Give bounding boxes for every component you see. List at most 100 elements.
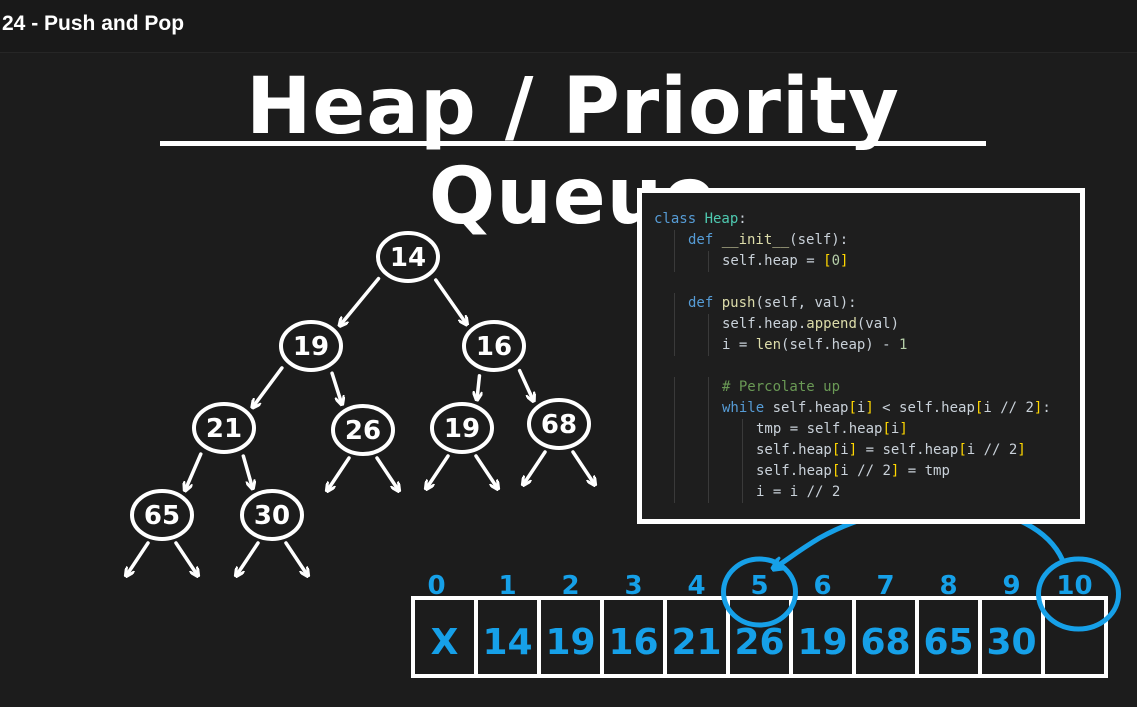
array-index-label: 7	[876, 571, 894, 601]
video-title-bar: 24 - Push and Pop	[0, 0, 1137, 53]
array-cell-value: 65	[923, 622, 973, 663]
code-token: [	[831, 463, 841, 479]
tree-edge	[255, 366, 284, 405]
code-token: [	[848, 400, 857, 416]
code-token: i // 2	[983, 400, 1034, 416]
code-line: def __init__(self):	[654, 230, 1051, 251]
tree-edge	[517, 368, 533, 398]
code-token: ]	[848, 442, 858, 458]
code-token: class	[654, 211, 705, 227]
code-token: i	[840, 442, 849, 458]
code-token: (val)	[856, 316, 900, 332]
code-token: self.heap	[772, 400, 849, 416]
code-token: tmp = self.heap	[756, 421, 883, 437]
code-token: push	[721, 295, 756, 311]
title-underline	[160, 141, 986, 146]
tree-stub-arrow	[329, 456, 351, 488]
video-title: 24 - Push and Pop	[2, 12, 185, 35]
array-index-label: 6	[813, 571, 831, 601]
tree-stub-arrow	[375, 456, 397, 488]
code-token: i =	[722, 337, 756, 353]
tree-edge	[342, 276, 381, 323]
code-token: = self.heap	[857, 442, 959, 458]
code-token: [	[831, 442, 841, 458]
tree-stub-arrow	[428, 454, 450, 486]
code-token: self.heap.	[722, 316, 807, 332]
tree-node	[192, 402, 256, 454]
code-token: (self):	[789, 232, 849, 248]
array-index-label: 5	[750, 571, 768, 601]
code-token: 1	[899, 337, 908, 353]
code-token: 0	[831, 253, 841, 269]
array-index-label: 0	[427, 571, 445, 601]
tree-node-label: 19	[444, 414, 480, 444]
code-line: # Percolate up	[654, 377, 1051, 398]
code-token: i // 2	[840, 463, 891, 479]
tree-node-label: 16	[476, 332, 512, 362]
code-line	[654, 272, 1051, 293]
code-token: len	[755, 337, 782, 353]
array-cell-value: 21	[671, 622, 721, 663]
code-token: ]	[890, 463, 900, 479]
code-token: [	[974, 400, 984, 416]
tree-edge	[186, 452, 203, 487]
code-line: i = len(self.heap) - 1	[654, 335, 1051, 356]
circle-index-10	[1036, 556, 1121, 632]
tree-node	[279, 320, 343, 372]
code-token: i // 2	[966, 442, 1018, 458]
array-cell-value: 26	[734, 622, 784, 663]
tree-stub-arrow	[474, 454, 496, 486]
tree-node	[376, 231, 440, 283]
array-cell-value: 14	[482, 622, 532, 663]
code-line: class Heap:	[654, 209, 1051, 230]
code-line: i = i // 2	[654, 482, 1051, 503]
array-index-label: 8	[939, 571, 957, 601]
code-token: [	[958, 442, 967, 458]
code-token: Heap	[704, 211, 739, 227]
tree-stub-arrow	[284, 541, 306, 573]
code-token: < self.heap	[873, 400, 975, 416]
code-line: self.heap[i // 2] = tmp	[654, 461, 1051, 482]
array-cell-value: 19	[545, 622, 595, 663]
code-token: = tmp	[899, 463, 950, 479]
array-index-label: 4	[687, 571, 705, 601]
array-index-label: 1	[498, 571, 516, 601]
code-token: ]	[865, 400, 874, 416]
slide-title: Heap / Priority Queue	[246, 62, 900, 242]
tree-edge	[330, 371, 341, 401]
code-token: while	[722, 400, 773, 416]
code-line: while self.heap[i] < self.heap[i // 2]:	[654, 398, 1051, 419]
tree-stub-arrow	[238, 541, 260, 573]
code-token: :	[738, 211, 747, 227]
tree-node-label: 21	[206, 414, 242, 444]
code-token: [	[882, 421, 891, 437]
tree-stub-arrow	[525, 450, 547, 482]
tree-node-label: 19	[293, 332, 329, 362]
code-token: def	[688, 232, 722, 248]
code-token: ]	[1017, 442, 1026, 458]
tree-stub-arrow	[128, 541, 150, 573]
tree-node-label: 26	[345, 416, 381, 446]
code-token: __init__	[721, 232, 790, 248]
tree-node	[240, 489, 304, 541]
code-token: ]	[899, 421, 908, 437]
code-line: self.heap.append(val)	[654, 314, 1051, 335]
code-token: def	[688, 295, 722, 311]
array-cell-value: X	[431, 622, 459, 663]
array-cell-value: 19	[797, 622, 847, 663]
percolate-annotation	[721, 503, 1121, 632]
array-index-label: 3	[624, 571, 642, 601]
code-token: self.heap	[756, 463, 832, 479]
tree-stub-arrow	[174, 541, 196, 573]
array-index-label: 10	[1056, 571, 1092, 601]
code-token: ]	[1033, 400, 1043, 416]
code-body: class Heap:def __init__(self):self.heap …	[654, 209, 1051, 503]
tree-stub-arrow	[571, 450, 593, 482]
array-cell-value: 68	[860, 622, 910, 663]
tree-node-label: 68	[541, 410, 577, 440]
array-index-label: 9	[1002, 571, 1020, 601]
code-line: self.heap = [0]	[654, 251, 1051, 272]
code-line: tmp = self.heap[i]	[654, 419, 1051, 440]
